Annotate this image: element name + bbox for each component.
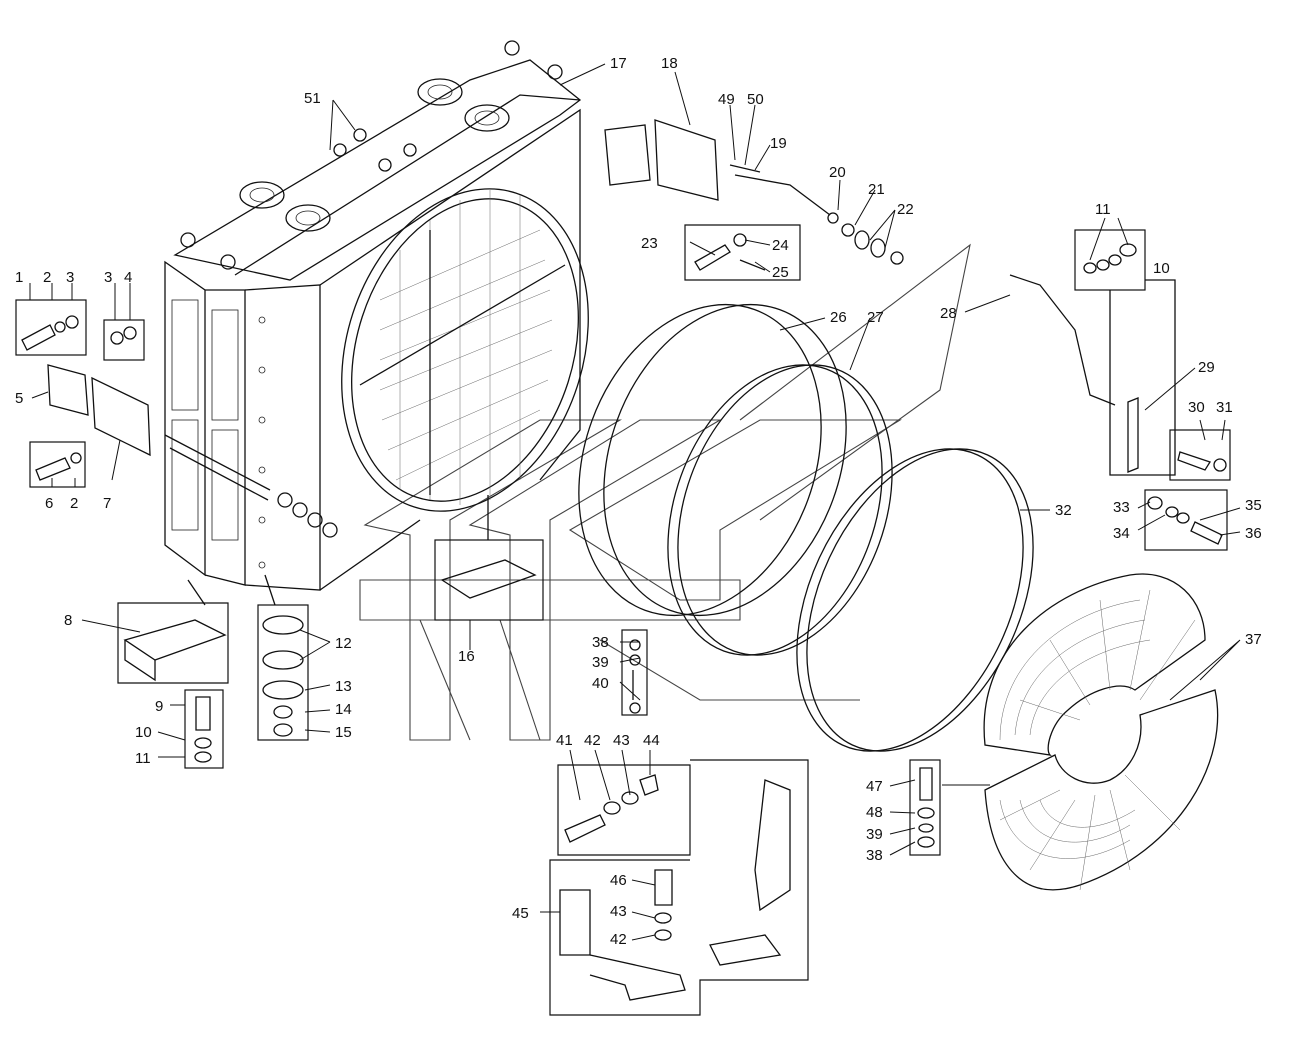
callout-33: 33	[1113, 499, 1130, 516]
fan-guard	[909, 573, 1219, 891]
radiator-fan-opening	[341, 188, 589, 512]
left-mount-parts	[15, 299, 338, 538]
callout-9: 9	[155, 698, 163, 715]
callout-1: 1	[15, 269, 23, 286]
callout-42: 42	[584, 732, 601, 749]
bracket-parts	[604, 119, 904, 281]
callout-25: 25	[772, 264, 789, 281]
radiator-core	[164, 40, 582, 591]
callout-47: 47	[866, 778, 883, 795]
callout-39: 39	[866, 826, 883, 843]
leader-lines	[29, 63, 1241, 941]
callout-44: 44	[643, 732, 660, 749]
bottom-mount-parts	[117, 495, 544, 769]
callout-27: 27	[867, 309, 884, 326]
callout-7: 7	[103, 495, 111, 512]
callout-38: 38	[592, 634, 609, 651]
callout-49: 49	[718, 91, 735, 108]
callout-36: 36	[1245, 525, 1262, 542]
callout-19: 19	[770, 135, 787, 152]
background-watermark	[359, 243, 971, 741]
callout-11: 11	[135, 750, 151, 767]
callout-46: 46	[610, 872, 627, 889]
callout-45: 45	[512, 905, 529, 922]
callout-2: 2	[43, 269, 51, 286]
callout-38: 38	[866, 847, 883, 864]
callout-37: 37	[1245, 631, 1262, 648]
callout-11: 11	[1095, 201, 1111, 218]
callout-29: 29	[1198, 359, 1215, 376]
callout-5: 5	[15, 390, 23, 407]
callout-34: 34	[1113, 525, 1130, 542]
callout-48: 48	[866, 804, 883, 821]
callout-2: 2	[70, 495, 78, 512]
callout-50: 50	[747, 91, 764, 108]
callout-20: 20	[829, 164, 846, 181]
callout-43: 43	[610, 903, 627, 920]
callout-18: 18	[661, 55, 678, 72]
callout-10: 10	[135, 724, 152, 741]
callout-3: 3	[104, 269, 112, 286]
callout-28: 28	[940, 305, 957, 322]
callout-17: 17	[610, 55, 627, 72]
callout-6: 6	[45, 495, 53, 512]
callout-12: 12	[335, 635, 352, 652]
callout-30: 30	[1188, 399, 1205, 416]
callout-26: 26	[830, 309, 847, 326]
callout-21: 21	[868, 181, 885, 198]
callout-13: 13	[335, 678, 352, 695]
callout-labels: 1 2 3 3 4 5 6 2 7 8 9 10 11 12 13 14 15 …	[15, 55, 1262, 948]
callout-35: 35	[1245, 497, 1262, 514]
lower-support-brackets	[549, 759, 809, 1016]
callout-43: 43	[613, 732, 630, 749]
callout-39: 39	[592, 654, 609, 671]
callout-16: 16	[458, 648, 475, 665]
callout-23: 23	[641, 235, 658, 252]
callout-42: 42	[610, 931, 627, 948]
callout-15: 15	[335, 724, 352, 741]
callout-3: 3	[66, 269, 74, 286]
callout-24: 24	[772, 237, 789, 254]
callout-41: 41	[556, 732, 573, 749]
callout-14: 14	[335, 701, 352, 718]
callout-10: 10	[1153, 260, 1170, 277]
callout-51: 51	[304, 90, 321, 107]
callout-4: 4	[124, 269, 132, 286]
fan-shroud-rings	[578, 303, 1034, 752]
callout-40: 40	[592, 675, 609, 692]
callout-31: 31	[1216, 399, 1233, 416]
callout-32: 32	[1055, 502, 1072, 519]
callout-8: 8	[64, 612, 72, 629]
callout-22: 22	[897, 201, 914, 218]
